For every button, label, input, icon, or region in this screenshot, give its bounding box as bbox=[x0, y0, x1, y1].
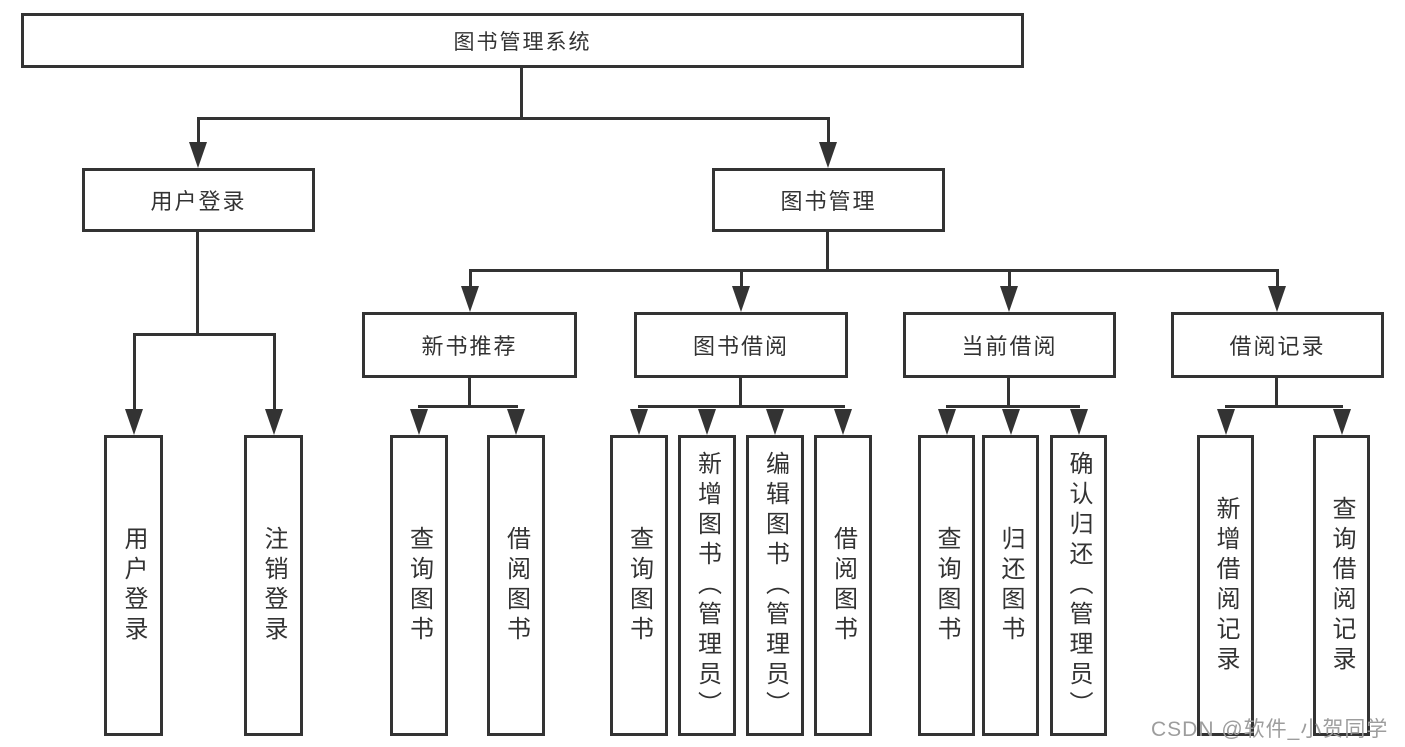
connector-user-login-split bbox=[133, 333, 275, 336]
connector-to-leaf-logout bbox=[273, 333, 276, 410]
arrowhead-edit-books-admin bbox=[766, 409, 784, 435]
connector-borrow-split bbox=[638, 405, 845, 408]
arrowhead-borrow-books-recommend bbox=[507, 409, 525, 435]
node-root: 图书管理系统 bbox=[21, 13, 1024, 68]
connector-book-management-split bbox=[469, 269, 1279, 272]
connector-to-borrow-records bbox=[1276, 269, 1279, 287]
leaf-add-books-admin: 新增图书（管理员） bbox=[678, 435, 736, 736]
connector-recommend-split bbox=[418, 405, 518, 408]
arrowhead-current-borrow bbox=[1000, 286, 1018, 312]
leaf-query-books-borrow: 查询图书 bbox=[610, 435, 668, 736]
node-book-management: 图书管理 bbox=[712, 168, 945, 232]
node-borrow-records: 借阅记录 bbox=[1171, 312, 1384, 378]
arrowhead-add-borrow-record bbox=[1217, 409, 1235, 435]
connector-to-user-login bbox=[197, 117, 200, 144]
connector-user-login-stem bbox=[196, 232, 199, 336]
leaf-borrow-books-recommend: 借阅图书 bbox=[487, 435, 545, 736]
connector-book-management-stem bbox=[826, 232, 829, 272]
node-user-login: 用户登录 bbox=[82, 168, 315, 232]
connector-to-new-book-recommend bbox=[469, 269, 472, 287]
arrowhead-leaf-user-login bbox=[125, 409, 143, 435]
connector-to-book-borrow bbox=[740, 269, 743, 287]
node-new-book-recommend: 新书推荐 bbox=[362, 312, 577, 378]
arrowhead-borrow-records bbox=[1268, 286, 1286, 312]
node-book-borrow: 图书借阅 bbox=[634, 312, 848, 378]
connector-recommend-stem bbox=[468, 378, 471, 408]
arrowhead-book-management bbox=[819, 142, 837, 168]
arrowhead-query-books-borrow bbox=[630, 409, 648, 435]
leaf-query-books-recommend: 查询图书 bbox=[390, 435, 448, 736]
connector-root-split bbox=[197, 117, 830, 120]
connector-current-stem bbox=[1007, 378, 1010, 408]
arrowhead-new-book-recommend bbox=[461, 286, 479, 312]
arrowhead-add-books-admin bbox=[698, 409, 716, 435]
arrowhead-confirm-return-admin bbox=[1070, 409, 1088, 435]
connector-current-split bbox=[946, 405, 1080, 408]
connector-root-stem bbox=[520, 68, 523, 120]
arrowhead-query-books-recommend bbox=[410, 409, 428, 435]
leaf-query-borrow-record: 查询借阅记录 bbox=[1313, 435, 1370, 736]
connector-to-book-management bbox=[827, 117, 830, 144]
connector-to-current-borrow bbox=[1008, 269, 1011, 287]
leaf-query-books-current: 查询图书 bbox=[918, 435, 975, 736]
arrowhead-user-login bbox=[189, 142, 207, 168]
connector-to-leaf-user-login bbox=[133, 333, 136, 410]
connector-records-split bbox=[1225, 405, 1343, 408]
arrowhead-book-borrow bbox=[732, 286, 750, 312]
connector-records-stem bbox=[1275, 378, 1278, 408]
leaf-edit-books-admin: 编辑图书（管理员） bbox=[746, 435, 804, 736]
leaf-borrow-books: 借阅图书 bbox=[814, 435, 872, 736]
arrowhead-leaf-logout bbox=[265, 409, 283, 435]
arrowhead-borrow-books bbox=[834, 409, 852, 435]
node-current-borrow: 当前借阅 bbox=[903, 312, 1116, 378]
watermark: CSDN @软件_小贺同学 bbox=[1151, 718, 1389, 741]
arrowhead-query-borrow-record bbox=[1333, 409, 1351, 435]
leaf-logout: 注销登录 bbox=[244, 435, 303, 736]
leaf-return-books: 归还图书 bbox=[982, 435, 1039, 736]
arrowhead-query-books-current bbox=[938, 409, 956, 435]
leaf-user-login: 用户登录 bbox=[104, 435, 163, 736]
arrowhead-return-books bbox=[1002, 409, 1020, 435]
leaf-add-borrow-record: 新增借阅记录 bbox=[1197, 435, 1254, 736]
leaf-confirm-return-admin: 确认归还（管理员） bbox=[1050, 435, 1107, 736]
connector-borrow-stem bbox=[739, 378, 742, 408]
